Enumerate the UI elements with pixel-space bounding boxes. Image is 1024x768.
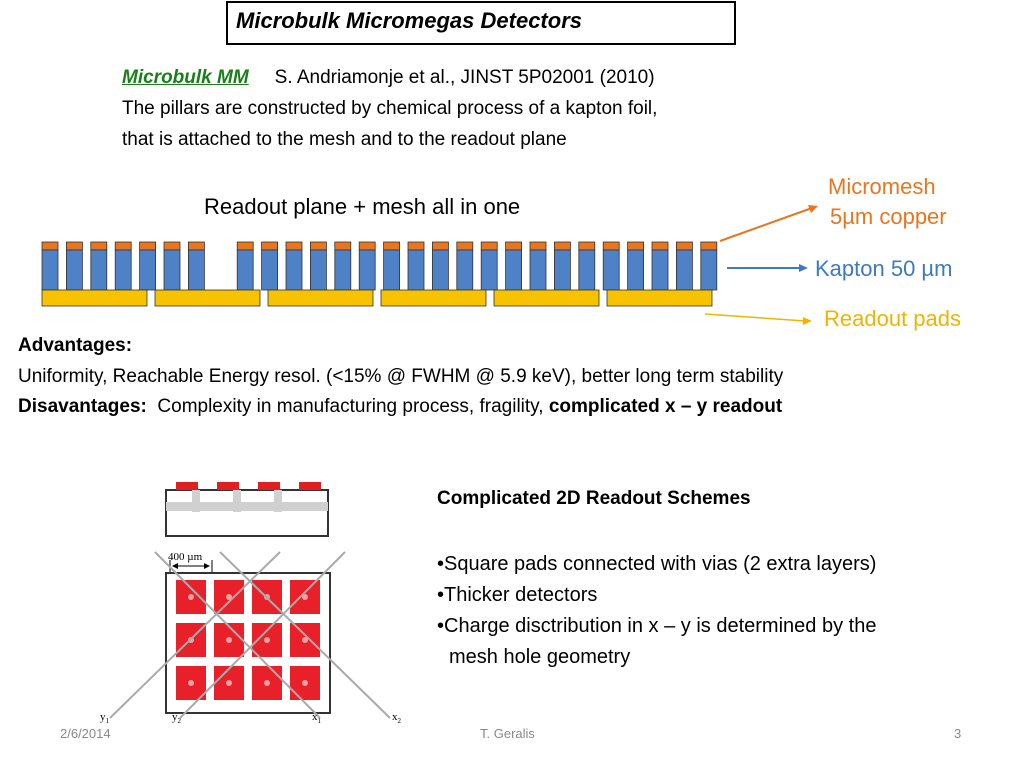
readout-pad — [267, 289, 374, 307]
scheme-bullet-2: •Thicker detectors — [437, 584, 598, 606]
top-pad-1 — [176, 482, 198, 490]
via-3 — [274, 490, 282, 512]
via-2 — [233, 490, 241, 512]
schemes-title: Complicated 2D Readout Schemes — [437, 488, 751, 509]
pad-via-dot — [226, 594, 232, 600]
slide-title: Microbulk Micromegas Detectors — [236, 8, 582, 33]
readout-pads-label: Readout pads — [824, 306, 961, 331]
readout-pad — [154, 289, 261, 307]
top-pad-2 — [217, 482, 239, 490]
top-pad-4 — [299, 482, 321, 490]
advantages-text: Uniformity, Reachable Energy resol. (<15… — [18, 366, 784, 387]
micromesh-arrow — [719, 207, 813, 242]
scheme-bullet-3: •Charge disctribution in x – y is determ… — [437, 615, 877, 637]
title-box — [226, 1, 736, 45]
pads-arrow — [704, 313, 806, 322]
micromesh-label-line2: 5µm copper — [830, 204, 947, 229]
diag-y2 — [179, 551, 346, 719]
axis-y2: y2 — [172, 711, 182, 725]
pad-via-dot — [302, 680, 308, 686]
via-1 — [192, 490, 200, 512]
label-arrows — [704, 205, 818, 325]
pad-via-dot — [302, 637, 308, 643]
kapton-label: Kapton 50 µm — [815, 256, 953, 281]
pads-arrowhead — [803, 317, 812, 325]
reference-line: Microbulk MM S. Andriamonje et al., JINST… — [122, 62, 655, 93]
micromesh-label-line1: Micromesh — [828, 174, 936, 199]
scheme-bullet-1: •Square pads connected with vias (2 extr… — [437, 553, 877, 575]
axis-y1: y1 — [100, 711, 110, 725]
diag-x2 — [219, 551, 391, 719]
footer-date: 2/6/2014 — [60, 726, 111, 741]
diag-x1 — [154, 551, 321, 719]
pad-via-dot — [264, 637, 270, 643]
scale-label: 400 µm — [168, 551, 203, 563]
pad-via-dot — [188, 680, 194, 686]
scheme-bullet-3-cont: mesh hole geometry — [449, 646, 631, 668]
advantages-heading: Advantages: — [18, 335, 133, 356]
readout-pad — [493, 289, 600, 307]
diag-y1 — [109, 551, 281, 719]
kapton-arrowhead — [799, 264, 808, 272]
diagram-caption: Readout plane + mesh all in one — [204, 194, 521, 219]
kapton-pillar — [480, 249, 498, 291]
axis-x2: x2 — [392, 711, 402, 725]
footer-author: T. Geralis — [480, 726, 535, 741]
description-line-2: that is attached to the mesh and to the … — [122, 129, 567, 150]
citation: S. Andriamonje et al., JINST 5P02001 (20… — [274, 67, 655, 88]
micromesh-label: Micromesh 5µm copper — [828, 172, 947, 232]
readout-pad — [606, 289, 713, 307]
disadvantages-emphasis: complicated x – y readout — [548, 396, 783, 417]
pad-via-dot — [264, 680, 270, 686]
scale-arrowhead-right — [204, 563, 210, 569]
pad-via-dot — [226, 637, 232, 643]
disadvantages-line: Disavantages: Complexity in manufacturin… — [18, 391, 782, 422]
footer-page-number: 3 — [954, 726, 962, 741]
scale-arrowhead-left — [172, 563, 178, 569]
pad-via-dot — [188, 594, 194, 600]
pad-via-dot — [226, 680, 232, 686]
pad-layer-stripe — [166, 502, 328, 511]
readout-pad — [41, 289, 148, 307]
disadvantages-text: Complexity in manufacturing process, fra… — [157, 396, 544, 417]
top-pad-3 — [258, 482, 280, 490]
description-line-1: The pillars are constructed by chemical … — [122, 98, 658, 119]
microbulk-mm-link[interactable]: Microbulk MM — [122, 67, 249, 88]
micromesh-arrowhead — [808, 205, 818, 213]
axis-x1: x1 — [312, 711, 322, 725]
readout-pad — [380, 289, 487, 307]
kapton-pillar — [139, 249, 157, 291]
pad-via-dot — [302, 594, 308, 600]
pad-layer-box — [165, 489, 329, 537]
disadvantages-heading: Disavantages: — [18, 396, 147, 417]
